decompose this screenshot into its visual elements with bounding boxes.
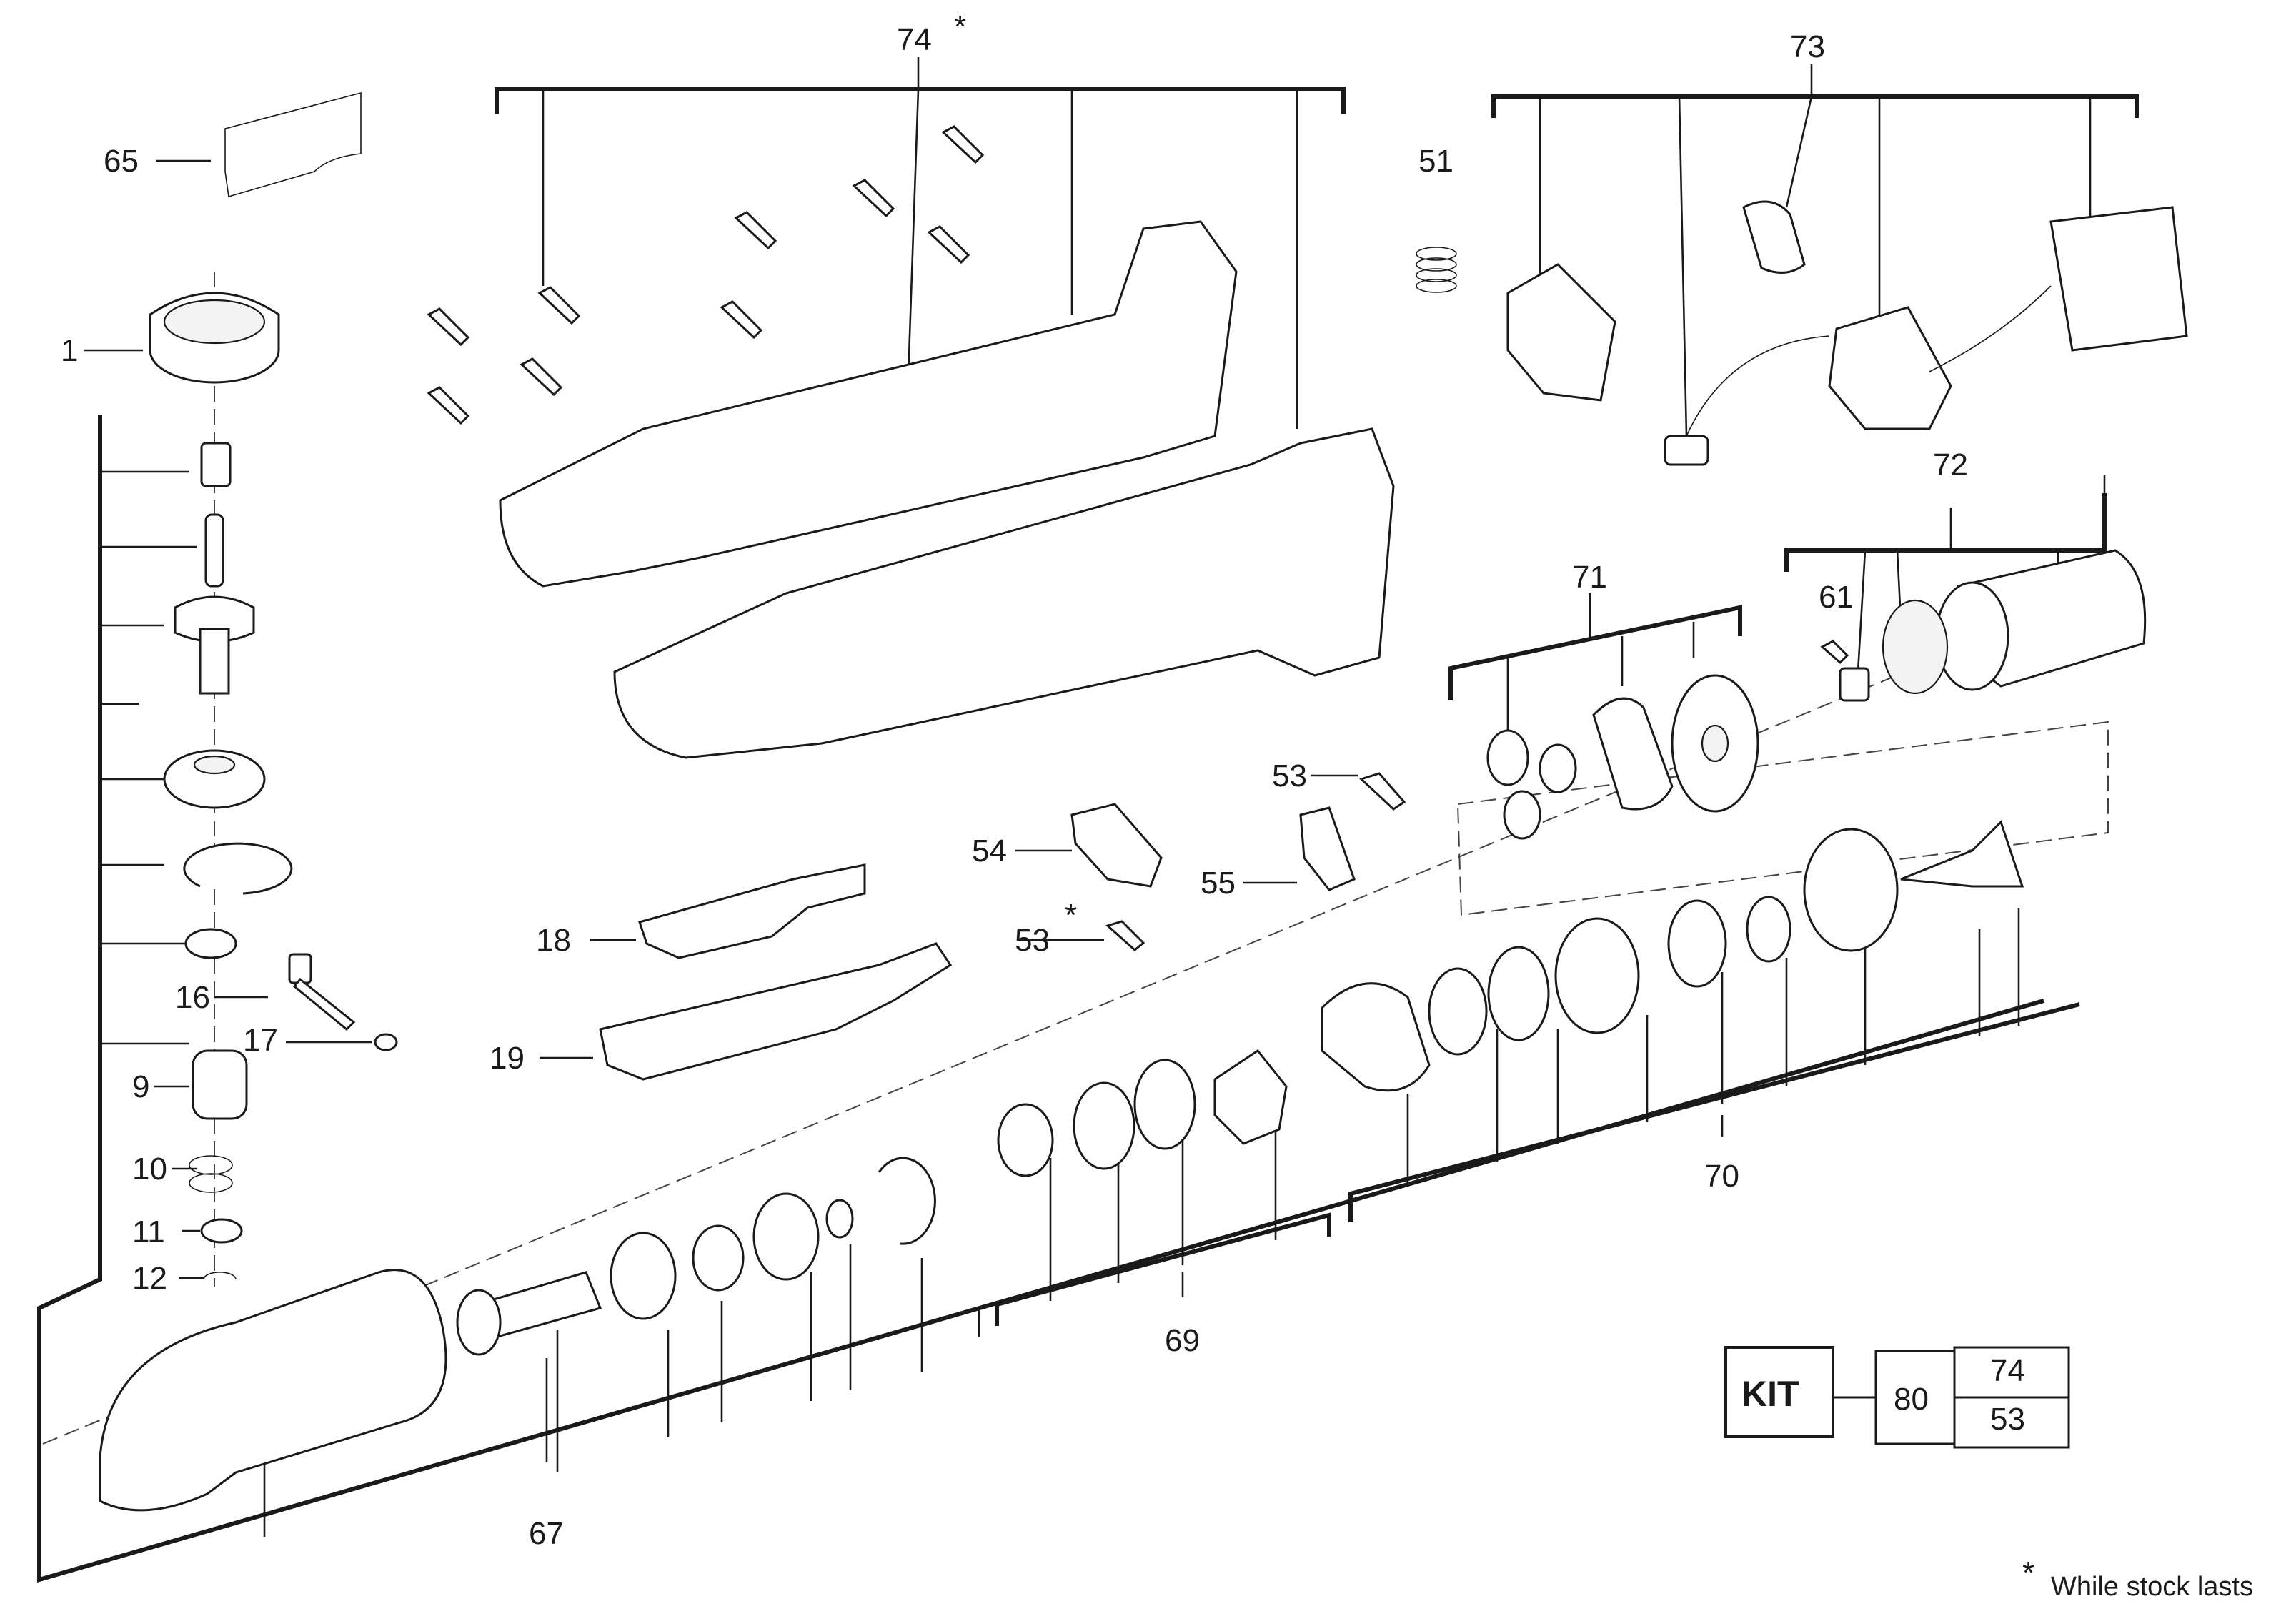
label-65: 65 xyxy=(104,144,139,179)
label-16: 16 xyxy=(175,980,210,1015)
label-1: 1 xyxy=(61,333,78,368)
label-53-lower: 53 xyxy=(1015,923,1050,958)
label-11: 11 xyxy=(132,1214,165,1249)
label-67: 67 xyxy=(529,1516,564,1551)
label-61: 61 xyxy=(1819,580,1854,615)
housing-screws xyxy=(427,125,985,425)
label-72: 72 xyxy=(1933,447,1968,482)
label-51: 51 xyxy=(1418,144,1453,179)
label-sticker-part xyxy=(224,91,362,198)
cap-part xyxy=(149,292,280,384)
label-19: 19 xyxy=(489,1041,525,1076)
label-10: 10 xyxy=(132,1152,167,1187)
bracket-70 xyxy=(1348,1002,2080,1222)
label-9: 9 xyxy=(132,1069,149,1104)
switch-assembly xyxy=(1506,200,2188,466)
drive-line-parts xyxy=(997,820,2024,1177)
label-leaders xyxy=(84,159,1358,1059)
bracket-71 xyxy=(1448,605,1742,700)
label-71: 71 xyxy=(1572,560,1607,595)
bracket-69-leaders xyxy=(1049,1115,1277,1301)
label-55: 55 xyxy=(1201,866,1236,901)
kit-box: KIT 80 74 53 xyxy=(1724,1346,2070,1449)
bracket-71-leaders xyxy=(1506,593,1695,743)
bracket-73 xyxy=(1491,94,2139,118)
label-17: 17 xyxy=(243,1023,278,1058)
gear-set-part xyxy=(1486,674,1759,840)
shield-top-part xyxy=(638,863,866,959)
label-69: 69 xyxy=(1165,1323,1200,1358)
bracket-70-leaders xyxy=(1406,908,2020,1183)
housing-left-half xyxy=(499,220,1238,588)
head-stack-parts xyxy=(163,442,293,1280)
label-12: 12 xyxy=(132,1261,167,1296)
spring-part xyxy=(1416,247,1457,293)
bracket-left xyxy=(37,415,2044,1583)
kit-content-2: 53 xyxy=(1990,1402,2025,1437)
label-53-lower-star: * xyxy=(1065,898,1077,933)
left-bracket-ticks xyxy=(100,470,204,1279)
label-74-star: * xyxy=(954,9,966,44)
spindle-parts xyxy=(99,1157,936,1512)
footnote-text: While stock lasts xyxy=(2051,1572,2253,1602)
motor-part xyxy=(1820,549,2147,702)
housing-right-half xyxy=(613,427,1395,759)
label-18: 18 xyxy=(536,923,571,958)
bracket-72 xyxy=(1784,493,2107,572)
bracket-69 xyxy=(995,1212,1331,1326)
label-73: 73 xyxy=(1790,29,1825,64)
kit-number: 80 xyxy=(1894,1382,1929,1417)
bracket-73-leaders xyxy=(1539,64,2092,437)
bolt-part xyxy=(288,953,398,1051)
shield-bottom-part xyxy=(599,942,953,1081)
label-54: 54 xyxy=(972,833,1007,868)
label-53-upper: 53 xyxy=(1272,758,1307,793)
footnote-star: * xyxy=(2022,1555,2034,1590)
bracket-67-leaders xyxy=(263,1244,980,1537)
gearbox-dashed-outline xyxy=(1456,721,2109,916)
kit-content-1: 74 xyxy=(1990,1353,2025,1388)
label-74: 74 xyxy=(897,22,932,57)
bracket-74 xyxy=(495,87,1346,114)
kit-label: KIT xyxy=(1741,1374,1799,1414)
label-70: 70 xyxy=(1704,1159,1739,1194)
small-clips xyxy=(1070,772,1406,951)
